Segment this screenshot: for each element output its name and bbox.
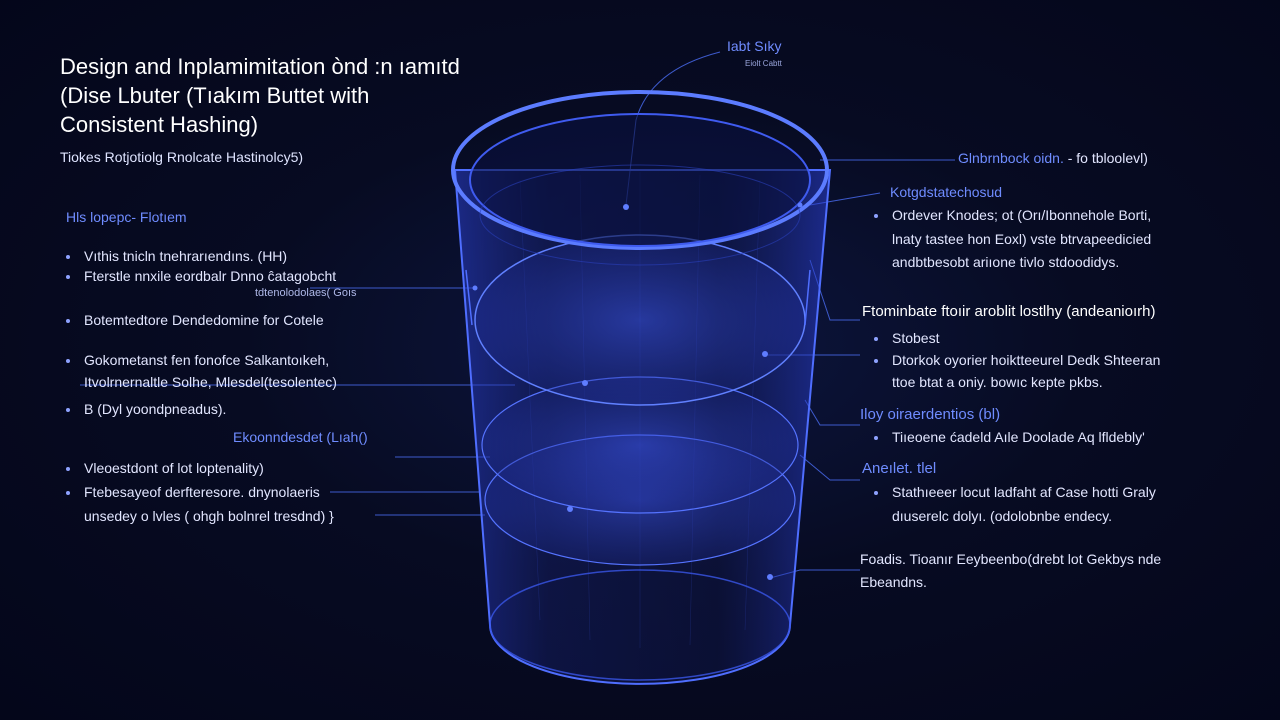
- node-dot: [623, 204, 629, 210]
- cylinder-rim-depth: [479, 164, 801, 266]
- top-callout-label: Iabt Sıky: [727, 38, 782, 54]
- cylinder-rim-inner: [469, 113, 811, 247]
- right-item-2-3: andbtbesobt ariıone tivlo stdoodidys.: [892, 254, 1120, 270]
- title-line-1: Design and Inplamimitation ònd :n ıamıtd: [60, 54, 460, 79]
- disk-layer-1: [474, 234, 806, 406]
- node-dot: [582, 380, 588, 386]
- bullet-icon: [874, 436, 878, 441]
- right-item-3-3: ttoe btat a oniy. bowıc kepte pkbs.: [892, 374, 1103, 390]
- left-item-4: Gokometanst fen fonofce Salkantoıkeh,: [66, 349, 329, 371]
- left-item-7-text: Ftebesayeof derfteresore. dnynolaeris: [84, 484, 320, 500]
- right-heading-1-suffix: - fo tbloolevl): [1067, 150, 1148, 166]
- page-title: Design and Inplamimitation ònd :n ıamıtd…: [60, 52, 460, 139]
- right-item-4-1: Tiıeoene ćadeld Aıle Doolade Aq lfldebly…: [874, 426, 1145, 448]
- cylinder-bottom: [489, 569, 791, 681]
- left-item-1-text: Vıthis tnicln tnehrarıendıns. (HH): [84, 248, 288, 264]
- right-item-3-2-text: Dtorkok oyorier hoiktteeurel Dedk Shteer…: [892, 352, 1161, 368]
- right-heading-4: Iloy oiraerdentios (bl): [860, 406, 1001, 423]
- right-item-6-1: Foadis. Tioanır Eeybeenbo(drebt lot Gekb…: [860, 551, 1162, 567]
- right-item-3-1-text: Stobest: [892, 330, 940, 346]
- right-item-2-1-text: Ordever Knodes; ot (Orı/Ibonnehole Borti…: [892, 207, 1152, 223]
- left-item-4-text: Gokometanst fen fonofce Salkantoıkeh,: [84, 352, 330, 368]
- bullet-icon: [66, 359, 70, 364]
- left-mid-heading: Ekoonndesdet (Lıah(): [233, 429, 368, 445]
- bullet-icon: [874, 491, 878, 496]
- callout-line-right-5: [804, 399, 860, 426]
- left-item-5: B (Dyl yoondpneadus).: [66, 398, 226, 420]
- bullet-icon: [66, 255, 70, 260]
- right-item-5-1: Stathıeeer locut ladfaht af Case hotti G…: [874, 481, 1156, 503]
- bullet-icon: [66, 491, 70, 496]
- right-item-3-2: Dtorkok oyorier hoiktteeurel Dedk Shteer…: [874, 349, 1160, 371]
- node-dots: [472, 202, 803, 580]
- node-dot: [472, 285, 478, 291]
- cylinder-rim-outer: [451, 90, 829, 250]
- left-item-7-line-2: unsedey o lvles ( ohgh bolnrel tresdnd) …: [84, 508, 334, 524]
- right-heading-2: Kotgdstatechosud: [890, 184, 1003, 200]
- left-item-2-text: Fterstle nnxile eordbalr Dnno ĉatagobcht: [84, 268, 337, 284]
- callout-line-right-6: [799, 454, 860, 481]
- left-item-4-line-2: Itvolrnernaltle Solhe, Mlesdel(tesolente…: [84, 374, 337, 390]
- node-dot: [797, 202, 803, 208]
- right-item-5-1-text: Stathıeeer locut ladfaht af Case hotti G…: [892, 484, 1156, 500]
- node-dot: [767, 574, 773, 580]
- bullet-icon: [66, 275, 70, 280]
- node-dot: [762, 351, 768, 357]
- title-line-2: (Dise Lbuter (Tıakım Buttet with: [60, 83, 370, 108]
- bullet-icon: [874, 359, 878, 364]
- left-item-6-text: Vleoestdont of lot loptenality): [84, 460, 264, 476]
- title-line-3: Consistent Hashing): [60, 112, 259, 137]
- right-item-6-2: Ebeandns.: [860, 574, 927, 590]
- cylinder-band: [465, 269, 811, 326]
- right-heading-1-label: Glnbrnbock oidn.: [958, 150, 1064, 166]
- node-dot: [567, 506, 573, 512]
- left-item-1: Vıthis tnicln tnehrarıendıns. (HH): [66, 245, 287, 267]
- right-item-2-2: lnaty tastee hon Eoxl) vste btrvapeedici…: [892, 231, 1152, 247]
- left-item-3-text: Botemtedtore Dendedomine for Cotele: [84, 312, 324, 328]
- page-subtitle: Tiokes Rotjotiolg Rnolcate Hastinolcy5): [60, 149, 304, 165]
- bullet-icon: [66, 408, 70, 413]
- left-heading: Hls lopepc- Flotıem: [66, 209, 187, 225]
- right-heading-5: Aneılet. tlel: [862, 460, 937, 477]
- bullet-icon: [874, 214, 878, 219]
- right-item-3-1: Stobest: [874, 327, 939, 349]
- left-item-3: Botemtedtore Dendedomine for Cotele: [66, 309, 324, 331]
- left-item-5-text: B (Dyl yoondpneadus).: [84, 401, 227, 417]
- left-item-2: Fterstle nnxile eordbalr Dnno ĉatagobcht: [66, 265, 336, 287]
- right-item-5-2: dıuserelc dolyı. (odolobnbe endecy.: [892, 508, 1112, 524]
- right-heading-1: Glnbrnbock oidn. - fo tbloolevl): [958, 150, 1148, 166]
- bullet-icon: [66, 319, 70, 324]
- left-sub-a: tdtenolodolaes( Goıs: [255, 287, 357, 299]
- bullet-icon: [874, 337, 878, 342]
- right-heading-3: Ftominbate ftoıir aroblit lostlhy (andea…: [862, 303, 1156, 320]
- left-item-7: Ftebesayeof derfteresore. dnynolaeris: [66, 481, 320, 503]
- top-callout-sub: Eiolt Cabtt: [745, 59, 782, 68]
- left-item-6: Vleoestdont of lot loptenality): [66, 457, 264, 479]
- right-item-2-1: Ordever Knodes; ot (Orı/Ibonnehole Borti…: [874, 204, 1151, 226]
- right-item-4-1-text: Tiıeoene ćadeld Aıle Doolade Aq lfldebly…: [892, 429, 1145, 445]
- bullet-icon: [66, 467, 70, 472]
